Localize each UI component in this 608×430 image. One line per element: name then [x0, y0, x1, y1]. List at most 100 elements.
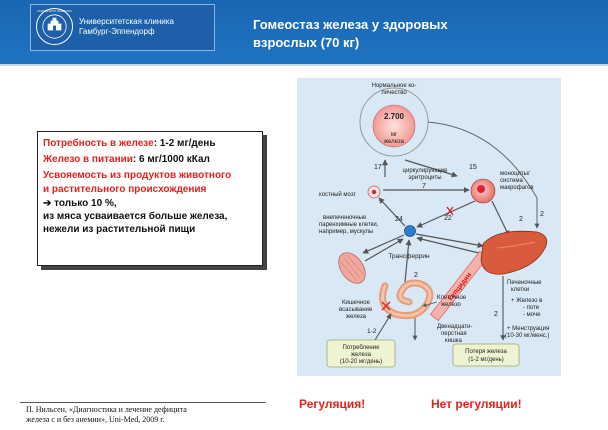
transferrin-label: Трансферрин — [388, 253, 429, 260]
hepcidin-block-mono — [446, 206, 454, 216]
paren-l2: паренхимные клетки, — [319, 222, 379, 228]
cell-l2: железо — [441, 302, 462, 308]
flow-24: 24 — [395, 216, 403, 223]
marrow-label: костный мозг — [319, 191, 357, 198]
macrophage-core — [477, 185, 485, 193]
arrow-intake — [374, 313, 392, 341]
paren-l1: внепеченочные — [323, 215, 367, 221]
diet-value: : 6 мг/1000 кКал — [132, 154, 210, 165]
hepcidin-block-intestine — [381, 301, 391, 311]
intake-l3: (10-20 мг/день) — [340, 359, 382, 365]
pool-label-l2: личество — [381, 90, 407, 96]
liver-l2: клетки — [511, 287, 529, 293]
absorb-l1: Кишечное — [342, 300, 371, 306]
need-value: : 1-2 мг/день — [153, 138, 216, 149]
citation-line1: П. Нильсен, «Диагностика и лечение дефиц… — [26, 405, 187, 414]
arrow-intestine-to-tf — [404, 239, 412, 283]
erythro-l1: циркулирующие — [403, 168, 449, 174]
header-divider — [0, 64, 608, 66]
erythro-l2: эритроциты — [408, 175, 441, 181]
flow-22: 22 — [444, 215, 452, 222]
diet-label: Железо в питании — [43, 154, 133, 165]
loss-l2: - поте — [523, 305, 540, 311]
absorb-line2: и растительного происхождения — [43, 184, 207, 195]
slide-title-line2: взрослых (70 кг) — [253, 35, 360, 50]
mens-l2: (10-30 мг/менс.) — [505, 333, 549, 339]
flow-1-2: 1-2 — [367, 328, 377, 335]
iron-pool-core — [372, 104, 416, 148]
paren-l3: например, мускулы — [319, 229, 373, 235]
regulated-label: Регуляция! — [299, 397, 366, 411]
flow-17: 17 — [374, 164, 382, 171]
arrow-cell-iron — [422, 301, 438, 307]
flow-7: 7 — [422, 183, 426, 190]
need-label: Потребность в железе — [43, 138, 154, 149]
mens-l1: + Менструация — [507, 326, 549, 332]
not-regulated-label: Нет регуляции! — [431, 397, 522, 411]
pool-value: 2.700 — [384, 112, 405, 121]
need-row: Потребность в железе: 1-2 мг/день — [43, 138, 256, 150]
absorb-l2: всасывание — [339, 307, 373, 313]
liver-l1: Печеночные — [507, 280, 542, 286]
arrow-muscle-to-tf — [364, 238, 404, 262]
intake-l1: Потребление — [343, 345, 381, 351]
flow-15: 15 — [469, 164, 477, 171]
clinic-name: Университетская клиника Гамбург-Эппендор… — [79, 17, 174, 37]
arrow-tf-to-marrow — [378, 197, 406, 227]
diagram-svg: Нормальное ко- личество 2.700 мг железа … — [319, 83, 549, 368]
slide-title: Гомеостаз железа у здоровых взрослых (70… — [253, 16, 583, 52]
iron-homeostasis-diagram: Нормальное ко- личество 2.700 мг железа … — [297, 78, 561, 376]
arrow-mono-to-liver — [491, 200, 510, 237]
mono-l1: моноциты/ — [500, 171, 530, 177]
arrow-tf-to-liver — [415, 233, 484, 249]
flow-2-top: 2 — [540, 211, 544, 218]
flow-2-intestine: 2 — [414, 272, 418, 279]
loss-l3: - моче — [523, 312, 541, 318]
loss-box-l1: Потеря железа — [465, 349, 507, 355]
muscle-illustration — [338, 252, 366, 284]
seal-text: UNIVERSITAT HAMBURG — [37, 9, 72, 13]
transferrin-node — [404, 225, 416, 237]
duo-l3: кишка — [445, 338, 463, 344]
citation-line2: железа с и без анемии», Uni-Med, 2009 г. — [26, 415, 165, 424]
duo-l2: перстная — [441, 331, 467, 337]
diet-row: Железо в питании: 6 мг/1000 кКал — [43, 154, 256, 166]
loss-box — [452, 343, 520, 367]
hepcidin-band: Гепцидин — [430, 250, 488, 322]
intestine-illustration — [379, 279, 434, 320]
iron-requirements-box: Потребность в железе: 1-2 мг/день Железо… — [37, 131, 263, 266]
absorb-l3: железа — [346, 314, 367, 320]
flow-2-liver: 2 — [519, 216, 523, 223]
arrow-line: ➔ только 10 %, — [43, 198, 117, 209]
mono-l3: макрофагов — [500, 185, 534, 191]
note-line2: нежели из растительной пищи — [43, 224, 196, 235]
arrow-pool-to-macrophages — [404, 159, 458, 178]
citation: П. Нильсен, «Диагностика и лечение дефиц… — [26, 405, 266, 425]
mono-l2: система — [500, 178, 523, 184]
university-seal-icon: UNIVERSITAT HAMBURG — [35, 7, 74, 46]
citation-divider — [20, 402, 266, 403]
loss-l1: + Железо в — [511, 298, 542, 304]
arrow-pool-outer — [427, 121, 540, 229]
pool-sub: железа — [384, 139, 405, 145]
slide-header: UNIVERSITAT HAMBURG Университетская клин… — [0, 0, 608, 64]
liver-illustration — [480, 230, 548, 275]
arrow-liver-to-tf — [416, 236, 484, 255]
arrow-mono-to-tf — [416, 200, 476, 228]
pool-label-l1: Нормальное ко- — [372, 83, 417, 89]
loss-box-l2: (1-2 мг/день) — [468, 357, 504, 363]
clinic-name-line2: Гамбург-Эппендорф — [79, 27, 155, 36]
intake-box — [326, 339, 396, 368]
marrow-cell-core — [371, 189, 377, 195]
slide-title-line1: Гомеостаз железа у здоровых — [253, 17, 448, 32]
clinic-logo: UNIVERSITAT HAMBURG Университетская клин… — [30, 4, 215, 51]
pool-unit: мг — [391, 132, 398, 138]
intake-l2: железа — [351, 352, 372, 358]
note-line1: из мяса усваивается больше железа, — [43, 211, 228, 222]
clinic-name-line1: Университетская клиника — [79, 17, 174, 26]
duo-l1: Двенадцати- — [437, 324, 472, 330]
cell-l1: Клеточное — [437, 295, 467, 301]
absorb-line1: Усвояемость из продуктов животного — [43, 170, 232, 181]
flow-2-loss: 2 — [494, 311, 498, 318]
arrow-tf-to-muscle — [362, 234, 405, 254]
